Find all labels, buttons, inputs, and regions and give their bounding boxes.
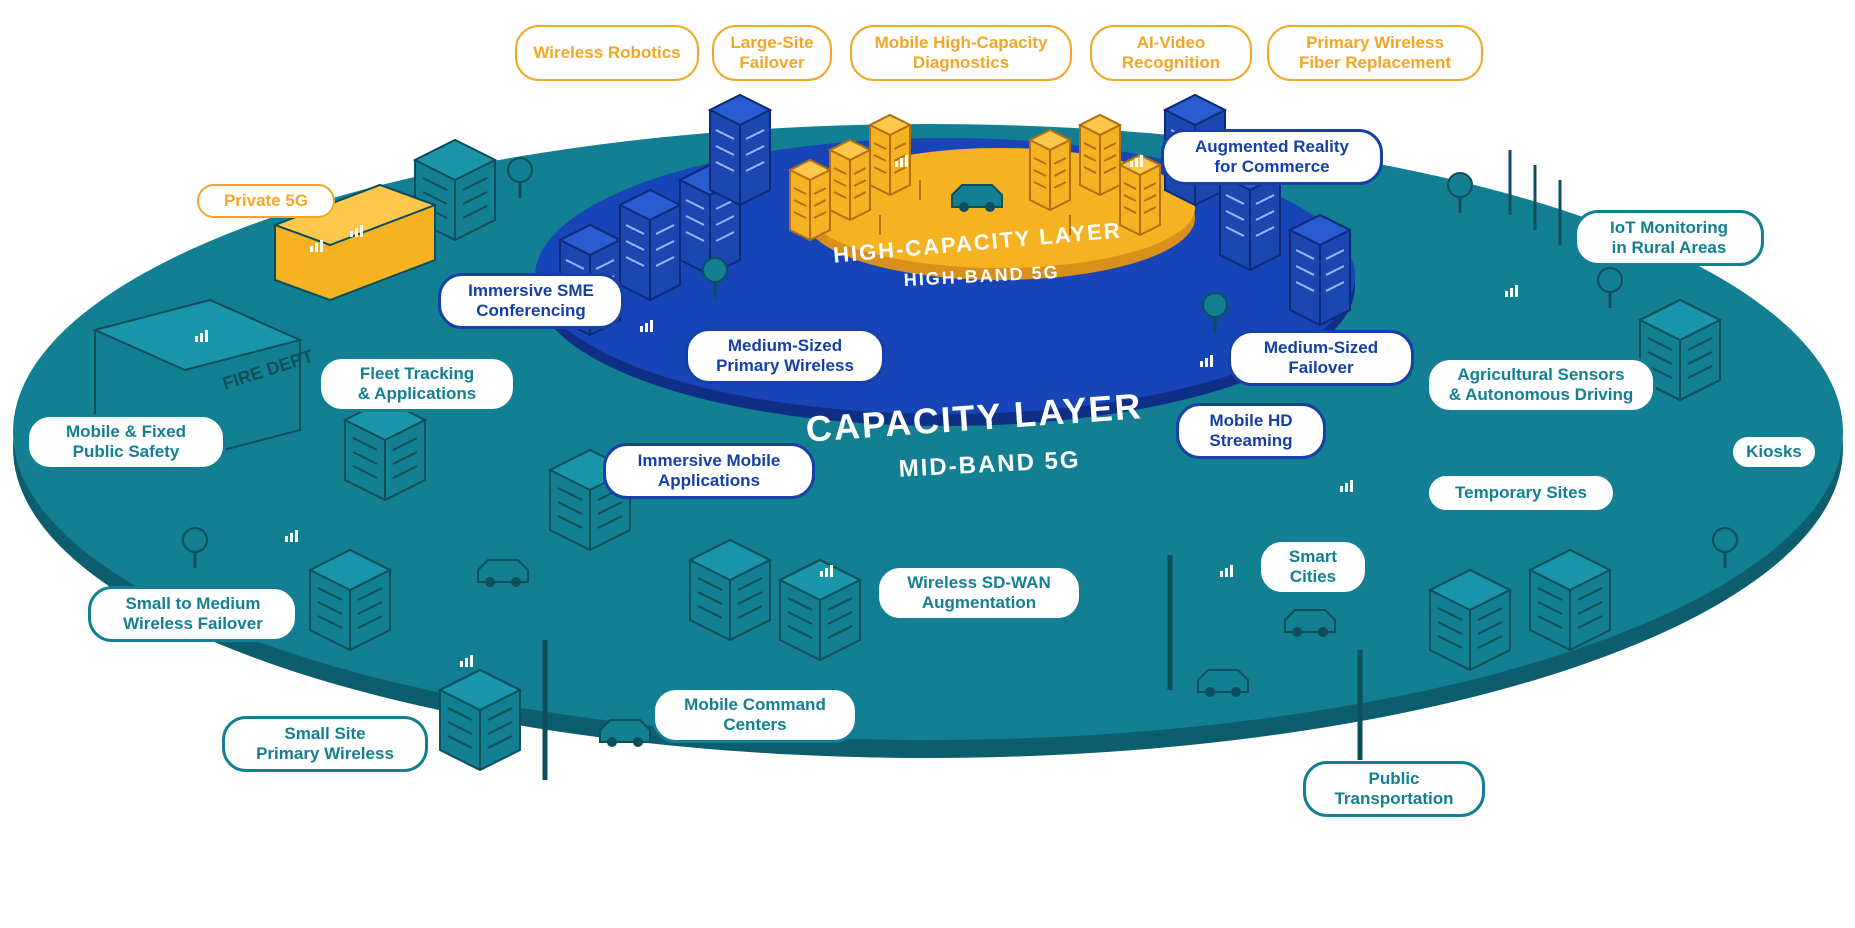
fire-department-building: FIRE DEPT — [91, 298, 316, 462]
label-immersive-sme-conferencing: Immersive SME Conferencing — [438, 273, 624, 329]
label-iot-monitoring-in-rural-areas: IoT Monitoring in Rural Areas — [1574, 210, 1764, 266]
label-kiosks: Kiosks — [1730, 434, 1818, 470]
label-public-transportation: Public Transportation — [1303, 761, 1485, 817]
label-medium-sized-primary-wireless: Medium-Sized Primary Wireless — [685, 328, 885, 384]
label-large-site-failover: Large-Site Failover — [712, 25, 832, 81]
label-small-to-medium-wireless-failover: Small to Medium Wireless Failover — [88, 586, 298, 642]
low-band-buildings — [181, 139, 1739, 780]
label-mobile-high-capacity-diagnostics: Mobile High-Capacity Diagnostics — [850, 25, 1072, 81]
label-wireless-sd-wan-augmentation: Wireless SD-WAN Augmentation — [876, 565, 1082, 621]
label-mobile-fixed-public-safety: Mobile & Fixed Public Safety — [26, 414, 226, 470]
label-private-5g: Private 5G — [197, 184, 335, 218]
label-primary-wireless-fiber-replacement: Primary Wireless Fiber Replacement — [1267, 25, 1483, 81]
label-ai-video-recognition: AI-Video Recognition — [1090, 25, 1252, 81]
label-immersive-mobile-applications: Immersive Mobile Applications — [603, 443, 815, 499]
high-band-buildings — [789, 114, 1161, 241]
label-agricultural-sensors-autonomous-driving: Agricultural Sensors & Autonomous Drivin… — [1426, 357, 1656, 413]
coverage-layer-title: COVERAGE LAYER — [745, 761, 1184, 825]
label-mobile-command-centers: Mobile Command Centers — [652, 687, 858, 743]
label-smart-cities: Smart Cities — [1258, 539, 1368, 595]
label-small-site-primary-wireless: Small Site Primary Wireless — [222, 716, 428, 772]
label-temporary-sites: Temporary Sites — [1426, 473, 1616, 513]
label-wireless-robotics: Wireless Robotics — [515, 25, 699, 81]
label-mobile-hd-streaming: Mobile HD Streaming — [1176, 403, 1326, 459]
label-augmented-reality-for-commerce: Augmented Reality for Commerce — [1161, 129, 1383, 185]
label-medium-sized-failover: Medium-Sized Failover — [1228, 330, 1414, 386]
label-fleet-tracking-applications: Fleet Tracking & Applications — [318, 356, 516, 412]
